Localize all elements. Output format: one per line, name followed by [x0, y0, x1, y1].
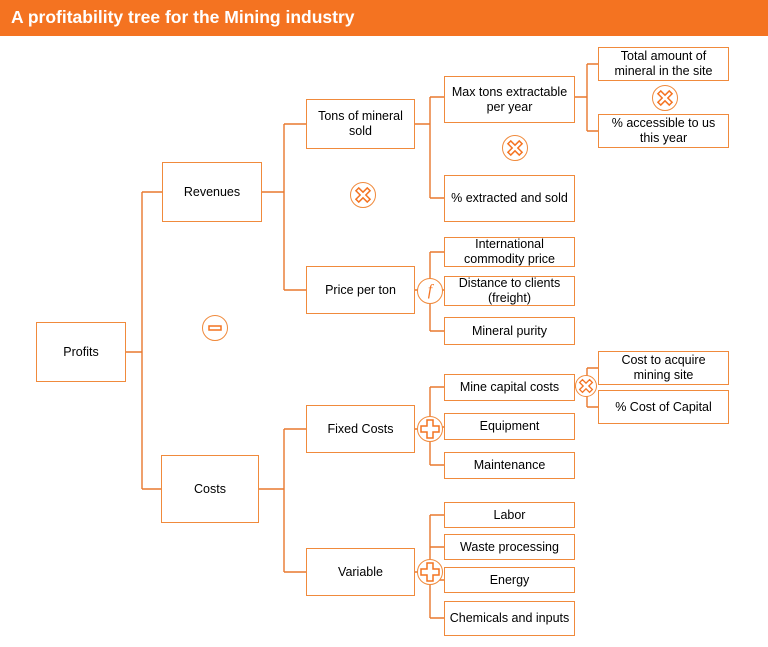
- node-fixed-costs: Fixed Costs: [306, 405, 415, 453]
- function-symbol: f: [427, 282, 433, 299]
- node-label: Labor: [493, 507, 526, 522]
- node-price-per-ton: Price per ton: [306, 266, 415, 314]
- node-equipment: Equipment: [444, 413, 575, 440]
- title-bar: A profitability tree for the Mining indu…: [0, 0, 768, 36]
- multiply-icon: [575, 375, 597, 397]
- node-intl-price: International commodity price: [444, 237, 575, 267]
- function-icon: f: [417, 278, 443, 304]
- page-title: A profitability tree for the Mining indu…: [11, 7, 355, 27]
- node-label: Variable: [338, 564, 383, 579]
- node-label: Fixed Costs: [327, 421, 394, 436]
- node-mine-capital: Mine capital costs: [444, 374, 575, 401]
- node-label: Mine capital costs: [459, 380, 560, 394]
- node-label: Total amount of mineral in the site: [614, 49, 713, 78]
- node-label: % extracted and sold: [451, 191, 568, 205]
- node-total-mineral: Total amount of mineral in the site: [598, 47, 729, 81]
- minus-icon: [202, 315, 228, 341]
- node-label: Chemicals and inputs: [449, 611, 570, 625]
- node-purity: Mineral purity: [444, 317, 575, 345]
- node-max-tons: Max tons extractable per year: [444, 76, 575, 123]
- node-label: Distance to clients (freight): [458, 276, 561, 305]
- node-label: Tons of mineral sold: [318, 109, 403, 138]
- plus-icon: [417, 416, 443, 442]
- node-label: % Cost of Capital: [615, 399, 712, 414]
- node-cost-capital: % Cost of Capital: [598, 390, 729, 424]
- multiply-icon: [502, 135, 528, 161]
- node-distance: Distance to clients (freight): [444, 276, 575, 306]
- node-costs: Costs: [161, 455, 259, 523]
- multiply-icon: [652, 85, 678, 111]
- node-maintenance: Maintenance: [444, 452, 575, 479]
- node-label: Profits: [63, 344, 99, 359]
- node-cost-site: Cost to acquire mining site: [598, 351, 729, 385]
- node-variable: Variable: [306, 548, 415, 596]
- node-chemicals: Chemicals and inputs: [444, 601, 575, 636]
- node-label: Equipment: [479, 419, 540, 433]
- node-label: Waste processing: [460, 539, 559, 554]
- node-labor: Labor: [444, 502, 575, 528]
- node-label: Maintenance: [473, 458, 546, 472]
- node-label: Mineral purity: [471, 323, 548, 338]
- node-tons-sold: Tons of mineral sold: [306, 99, 415, 149]
- node-label: % accessible to us this year: [611, 116, 716, 145]
- node-energy: Energy: [444, 567, 575, 593]
- node-waste: Waste processing: [444, 534, 575, 560]
- node-pct-extracted: % extracted and sold: [444, 175, 575, 222]
- node-revenues: Revenues: [162, 162, 262, 222]
- node-pct-accessible: % accessible to us this year: [598, 114, 729, 148]
- node-profits: Profits: [36, 322, 126, 382]
- node-label: Costs: [194, 481, 226, 496]
- node-label: International commodity price: [464, 237, 555, 266]
- node-label: Energy: [489, 572, 530, 587]
- node-label: Cost to acquire mining site: [621, 353, 706, 382]
- node-label: Price per ton: [325, 282, 396, 297]
- node-label: Revenues: [183, 184, 241, 199]
- multiply-icon: [350, 182, 376, 208]
- plus-icon: [417, 559, 443, 585]
- node-label: Max tons extractable per year: [451, 84, 568, 114]
